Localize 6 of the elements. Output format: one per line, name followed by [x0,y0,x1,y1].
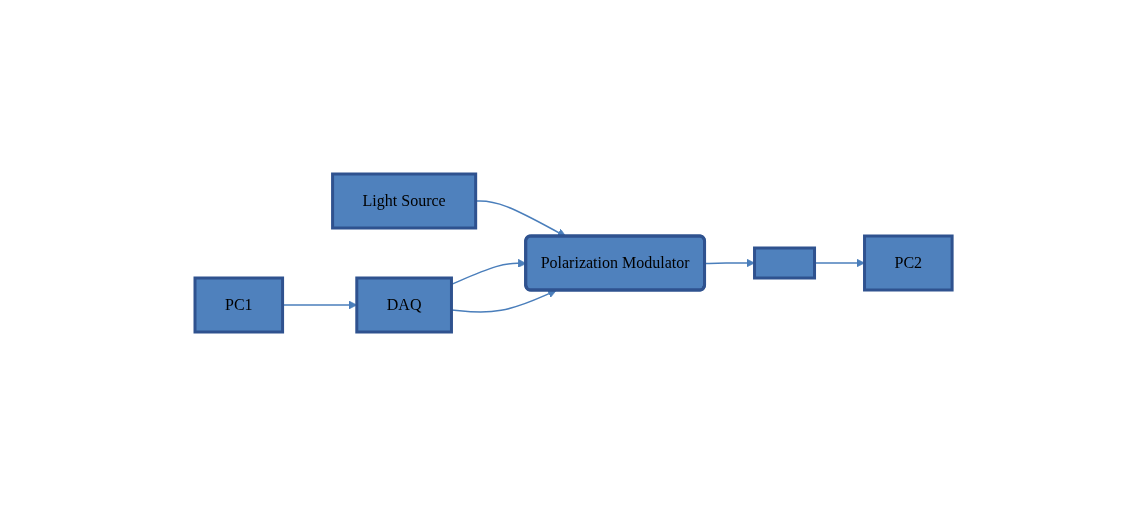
node-box: PC2 [862,234,954,292]
node-box: Light Source [331,172,478,230]
node-box [752,246,816,280]
arrow [704,258,755,268]
node-box: PC1 [193,276,284,334]
node-box: DAQ [355,276,453,334]
